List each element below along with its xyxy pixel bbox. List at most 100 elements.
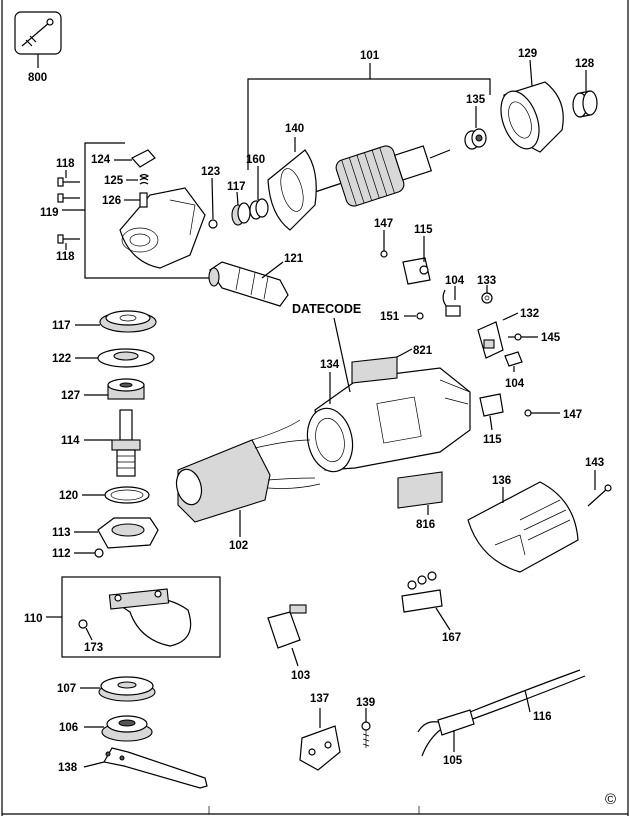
part-117-bevel-gear[interactable] (75, 310, 157, 333)
label-117-top: 117 (227, 181, 246, 193)
label-134: 134 (320, 359, 340, 371)
part-129-gear-housing[interactable] (494, 59, 564, 154)
part-128-bearing[interactable] (572, 70, 598, 118)
label-821: 821 (413, 345, 433, 357)
part-gear-head[interactable] (119, 187, 206, 269)
label-105: 105 (443, 755, 463, 767)
part-160-bearing[interactable] (249, 166, 269, 220)
label-115-lower: 115 (483, 434, 502, 446)
label-104-top: 104 (445, 275, 465, 287)
part-110-guard[interactable] (108, 588, 192, 647)
part-143-screw[interactable] (587, 470, 612, 507)
part-113-flange[interactable] (74, 517, 159, 549)
label-137: 137 (310, 693, 329, 705)
label-147-top: 147 (374, 218, 393, 230)
label-136: 136 (492, 475, 511, 487)
label-128: 128 (575, 58, 595, 70)
label-104-lower: 104 (505, 378, 525, 390)
label-103: 103 (291, 670, 310, 682)
part-106-inner-flange[interactable] (84, 715, 153, 742)
label-147-lower: 147 (563, 409, 582, 421)
part-132-brush-box[interactable] (477, 312, 519, 359)
part-147-screw-top[interactable] (380, 230, 388, 258)
label-123: 123 (201, 166, 220, 178)
part-107-outer-flange[interactable] (80, 676, 156, 702)
bracket-101 (247, 63, 491, 170)
label-138: 138 (58, 762, 78, 774)
part-115-brush-holder-top[interactable] (402, 236, 431, 285)
part-104-carbon-brush-top[interactable] (442, 286, 461, 317)
label-135: 135 (466, 94, 486, 106)
label-160: 160 (246, 154, 265, 166)
part-120-ring[interactable] (82, 486, 150, 504)
gear-head-group-box (62, 142, 228, 279)
part-136-rear-housing[interactable] (467, 481, 579, 573)
part-115-brush-holder-lower[interactable] (479, 393, 504, 431)
part-147-screw-lower[interactable] (524, 409, 560, 417)
label-127: 127 (61, 390, 80, 402)
label-106: 106 (59, 722, 78, 734)
label-118-bottom: 118 (56, 251, 75, 263)
label-107: 107 (57, 683, 76, 695)
part-134-motor-housing[interactable] (302, 317, 471, 476)
guard-group-box (46, 576, 221, 658)
copyright-mark: © (605, 791, 616, 808)
part-145-screw[interactable] (508, 333, 538, 341)
part-139-screw[interactable] (361, 708, 371, 748)
label-139: 139 (356, 697, 375, 709)
label-145: 145 (541, 332, 561, 344)
part-800-kit-icon[interactable] (14, 11, 62, 68)
label-114: 114 (61, 435, 80, 447)
label-133: 133 (477, 275, 496, 287)
part-135-bearing[interactable] (464, 106, 487, 150)
part-126-pin[interactable] (124, 192, 148, 208)
part-104-carbon-brush-lower[interactable] (504, 351, 523, 372)
part-821-label[interactable] (351, 348, 413, 384)
label-126: 126 (102, 195, 121, 207)
label-816: 816 (416, 519, 435, 531)
part-133-spring[interactable] (481, 285, 493, 304)
label-173: 173 (84, 642, 103, 654)
part-116-power-cord[interactable] (417, 669, 586, 757)
label-140: 140 (285, 123, 304, 135)
part-121-side-handle[interactable] (208, 261, 289, 307)
part-122-spacer[interactable] (75, 348, 155, 368)
label-113: 113 (52, 527, 71, 539)
part-816-label[interactable] (397, 471, 443, 515)
part-118-screws-top[interactable] (57, 170, 80, 203)
label-167: 167 (442, 632, 461, 644)
part-167-terminal-block[interactable] (401, 571, 451, 631)
label-124: 124 (91, 154, 111, 166)
part-114-spindle[interactable] (84, 409, 141, 477)
part-labels: 800 101 129 128 135 140 160 123 117 118 … (24, 48, 616, 808)
part-125-spring[interactable] (126, 173, 150, 185)
part-173-screw[interactable] (78, 619, 93, 641)
part-118-screw-bottom[interactable] (57, 234, 80, 250)
part-112-screw[interactable] (74, 548, 104, 558)
part-102-field[interactable] (173, 419, 321, 537)
part-103-switch[interactable] (267, 604, 307, 667)
label-125: 125 (104, 175, 124, 187)
label-800: 800 (28, 72, 47, 84)
part-151-screw[interactable] (404, 312, 424, 320)
part-140-baffle[interactable] (267, 137, 317, 231)
label-121: 121 (284, 253, 304, 265)
part-137-cord-clamp[interactable] (299, 708, 341, 771)
label-120: 120 (59, 490, 78, 502)
label-datecode: DATECODE (292, 302, 361, 316)
label-122: 122 (52, 353, 71, 365)
label-112: 112 (52, 548, 71, 560)
part-123-nut[interactable] (208, 177, 218, 229)
part-127-bearing[interactable] (84, 378, 145, 400)
label-115-top: 115 (414, 224, 433, 236)
part-124-lock-button[interactable] (114, 149, 156, 168)
part-armature[interactable] (314, 144, 451, 208)
label-118-top: 118 (56, 158, 75, 170)
part-117-pinion[interactable] (231, 191, 251, 226)
part-138-spanner[interactable] (83, 747, 208, 789)
label-151: 151 (380, 311, 400, 323)
label-102: 102 (229, 540, 248, 552)
label-143: 143 (585, 457, 604, 469)
